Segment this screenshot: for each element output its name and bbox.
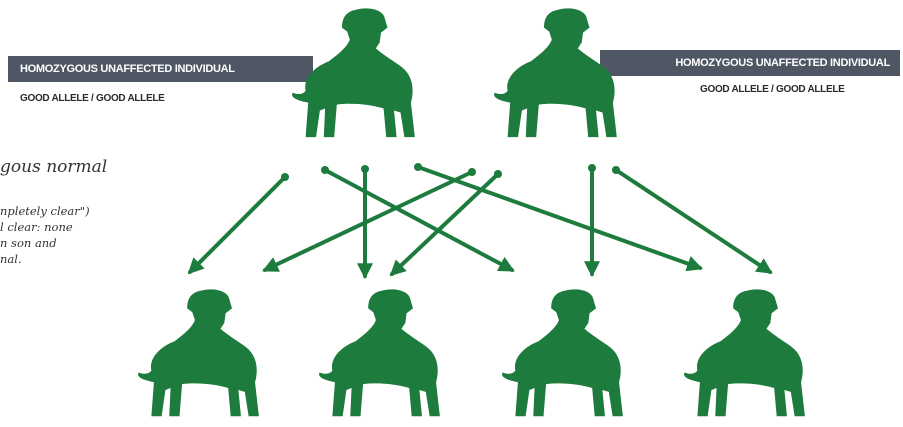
- side-line-4: nal.: [0, 252, 22, 266]
- side-title: gous normal: [0, 157, 108, 177]
- side-line-3: n son and: [0, 236, 57, 250]
- left-parent-banner: HOMOZYGOUS UNAFFECTED INDIVIDUAL: [8, 56, 313, 82]
- arrow-left-to-offspring-1: [187, 175, 287, 275]
- arrow-right-to-offspring-1: [262, 170, 474, 272]
- side-line-2: l clear: none: [0, 220, 73, 234]
- arrow-left-to-offspring-4: [416, 165, 704, 272]
- side-description: npletely clear") l clear: none n son and…: [0, 203, 150, 267]
- offspring-dog-2-icon: [317, 287, 445, 423]
- offspring-dog-3-icon: [500, 287, 628, 423]
- arrow-left-to-offspring-3: [323, 168, 515, 272]
- arrow-right-to-offspring-4: [614, 168, 773, 274]
- offspring-dog-4-icon: [682, 287, 810, 423]
- offspring-dog-1-icon: [136, 287, 264, 423]
- right-parent-alleles: GOOD ALLELE / GOOD ALLELE: [700, 84, 845, 95]
- side-line-1: npletely clear"): [0, 204, 90, 218]
- left-parent-alleles: GOOD ALLELE / GOOD ALLELE: [20, 93, 165, 104]
- arrow-right-to-offspring-2: [389, 172, 500, 277]
- right-parent-banner: HOMOZYGOUS UNAFFECTED INDIVIDUAL: [600, 50, 900, 76]
